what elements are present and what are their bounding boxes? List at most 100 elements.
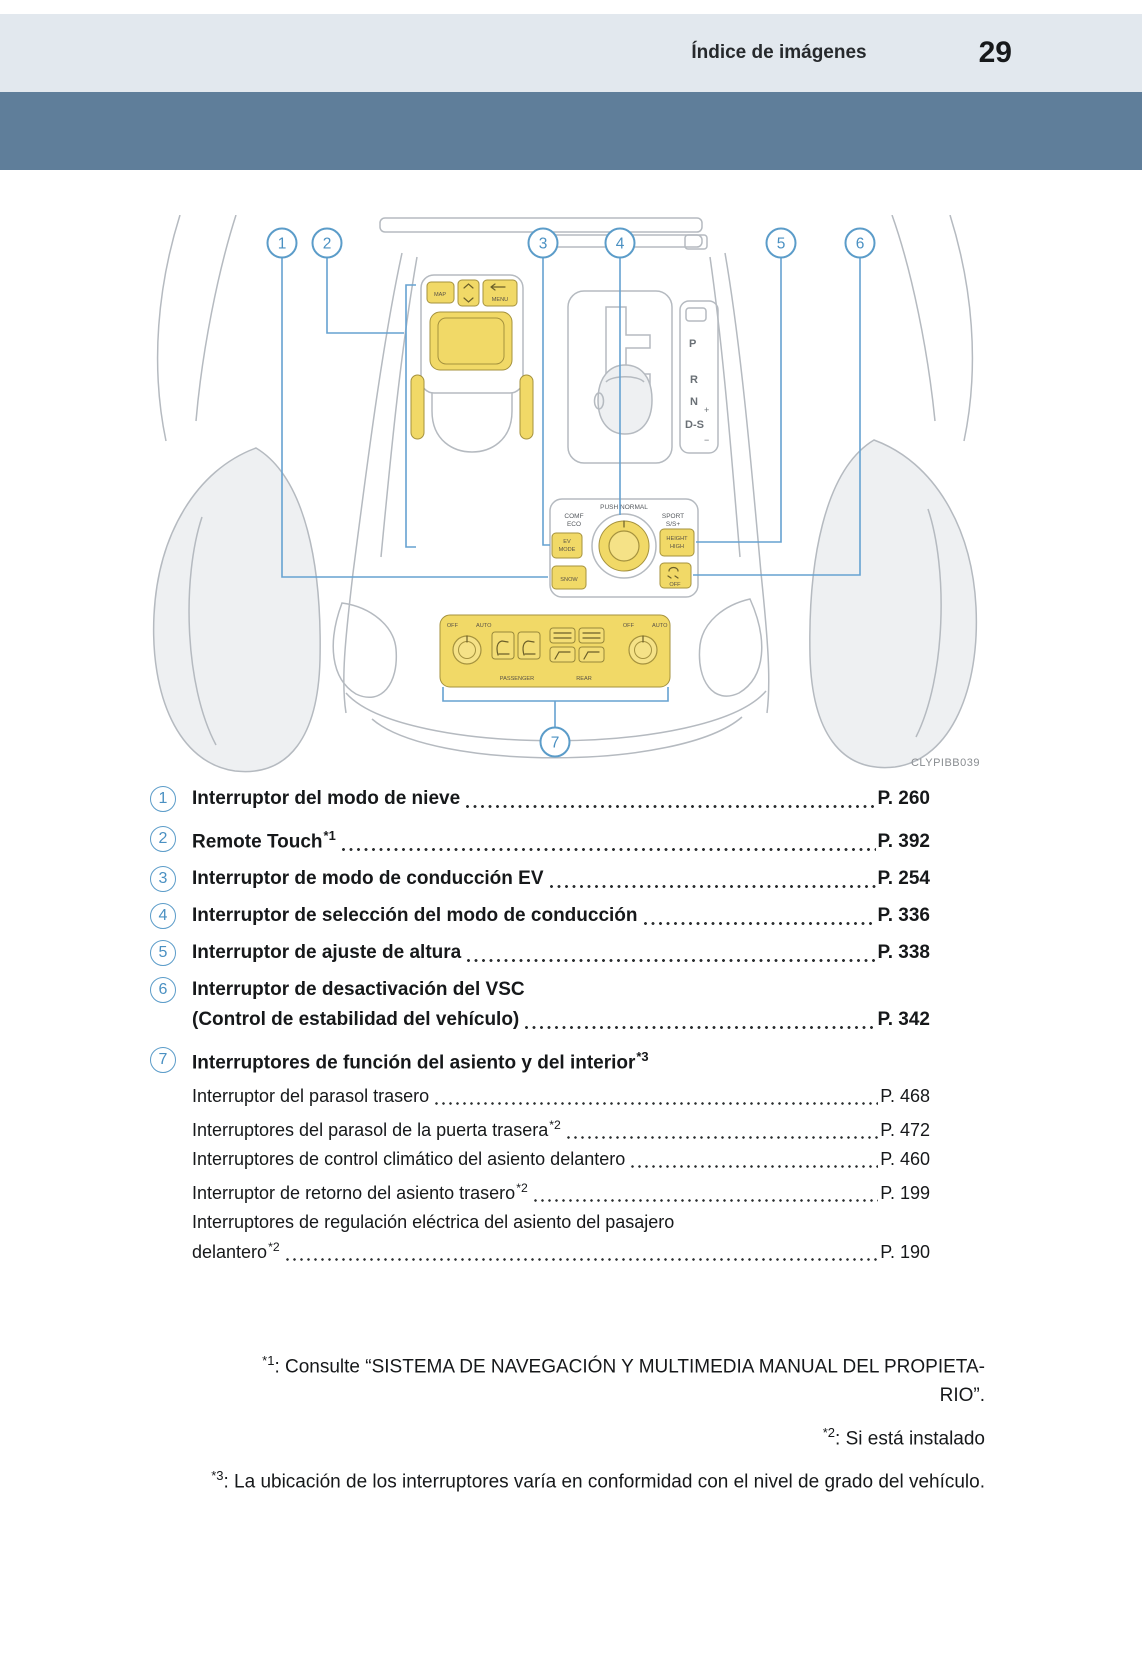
item-label: Interruptor de ajuste de altura bbox=[192, 942, 462, 964]
callout-3: 3 bbox=[527, 227, 559, 259]
svg-text:5: 5 bbox=[777, 236, 786, 253]
height-switch: HEIGHT HIGH bbox=[659, 528, 695, 557]
index-item-2: 2 Remote Touch*1 P. 392 bbox=[150, 823, 930, 855]
footnote-1-line-1: *1: Consulte “SISTEMA DE NAVEGACIÓN Y MU… bbox=[262, 1352, 985, 1377]
gear-ds-label: D-S bbox=[685, 419, 704, 431]
footnote-2: *2: Si está instalado bbox=[822, 1424, 985, 1450]
subitem-label: Interruptor del parasol trasero bbox=[192, 1085, 430, 1106]
callout-4: 4 bbox=[604, 227, 636, 259]
menu-button-label: MENU bbox=[492, 297, 508, 303]
footnote-marker: *2 bbox=[822, 1424, 836, 1440]
sunshade-icon bbox=[553, 632, 572, 639]
ss-label: S/S+ bbox=[666, 521, 680, 528]
remote-touch-controls: MAP MENU bbox=[410, 274, 534, 440]
footnote-marker: *1 bbox=[262, 1352, 275, 1368]
index-item-4: 4 Interruptor de selección del modo de c… bbox=[150, 903, 930, 930]
touch-side-button-right bbox=[519, 374, 534, 440]
map-button-label: MAP bbox=[434, 292, 446, 298]
callout-bracket-2 bbox=[405, 284, 416, 548]
eco-label: ECO bbox=[567, 521, 581, 528]
index-item-7: 7 Interruptores de función del asiento y… bbox=[150, 1044, 930, 1076]
drive-mode-knob bbox=[591, 513, 657, 579]
dot-leader bbox=[435, 1101, 879, 1105]
item-label: Interruptor del modo de nieve bbox=[192, 788, 461, 809]
page-reference: P. 392 bbox=[877, 831, 930, 853]
dot-leader bbox=[533, 1198, 879, 1202]
page-reference: P. 342 bbox=[877, 1009, 930, 1031]
height-label: HEIGHT bbox=[666, 536, 688, 542]
ev-mode-switch: EV MODE bbox=[551, 532, 583, 559]
page-reference: P. 190 bbox=[880, 1241, 930, 1262]
back-arrow-icon bbox=[490, 283, 506, 291]
dot-leader bbox=[466, 805, 876, 808]
item-label: Interruptor de desactivación del VSC bbox=[192, 979, 525, 1001]
snow-switch: SNOW bbox=[551, 565, 587, 590]
page-number: 29 bbox=[978, 36, 1012, 69]
subitem-label: Interruptores de control climático del a… bbox=[192, 1148, 626, 1169]
subitem-label: Interruptores de regulación eléctrica de… bbox=[192, 1211, 675, 1232]
callout-bracket-7 bbox=[442, 687, 669, 727]
svg-text:7: 7 bbox=[551, 735, 560, 752]
dot-leader bbox=[566, 1135, 879, 1139]
index-subitem-5-continued: delantero*2 P. 190 bbox=[192, 1236, 930, 1264]
item-number-badge: 4 bbox=[150, 903, 176, 930]
index-subitem-2: Interruptores del parasol de la puerta t… bbox=[192, 1114, 930, 1142]
sunshade-icon bbox=[582, 632, 601, 639]
page-reference: P. 260 bbox=[877, 788, 930, 809]
snow-label: SNOW bbox=[560, 577, 578, 583]
seat-return-button bbox=[578, 646, 605, 663]
item-label: Remote Touch*1 bbox=[192, 828, 336, 853]
console-illustration-figure: MAP MENU P bbox=[140, 214, 990, 780]
shift-position-indicator: P R N + D-S − bbox=[679, 300, 719, 454]
index-item-5: 5 Interruptor de ajuste de altura P. 338 bbox=[150, 940, 930, 967]
sunshade-button bbox=[549, 627, 576, 644]
callout-lines bbox=[281, 257, 861, 727]
index-item-6: 6 Interruptor de desactivación del VSC bbox=[150, 977, 930, 1004]
index-item-3: 3 Interruptor de modo de conducción EV P… bbox=[150, 866, 930, 893]
svg-text:4: 4 bbox=[616, 236, 625, 253]
seat-return-icon bbox=[554, 651, 571, 660]
page-reference: P. 254 bbox=[877, 868, 930, 890]
vsc-car-icon bbox=[667, 566, 679, 579]
footnote-marker: *3 bbox=[211, 1468, 224, 1484]
drive-mode-panel: PUSH NORMAL COMF ECO SPORT S/S+ EV MODE bbox=[549, 498, 699, 598]
callout-6: 6 bbox=[844, 227, 876, 259]
gear-n-label: N bbox=[690, 396, 698, 408]
left-auto-label: AUTO bbox=[476, 623, 492, 629]
page-reference: P. 472 bbox=[880, 1119, 930, 1140]
seat-return-button bbox=[549, 646, 576, 663]
console-line-art bbox=[152, 214, 978, 773]
scroll-chevrons-icon bbox=[463, 283, 474, 303]
right-off-label: OFF bbox=[623, 623, 635, 629]
footnotes: *1: Consulte “SISTEMA DE NAVEGACIÓN Y MU… bbox=[130, 1348, 985, 1495]
item-number-badge: 5 bbox=[150, 940, 176, 967]
footnote-1-line-2: RIO”. bbox=[939, 1384, 985, 1406]
page-reference: P. 199 bbox=[880, 1182, 930, 1203]
footnote-marker: *2 bbox=[268, 1239, 280, 1254]
dot-leader bbox=[341, 848, 876, 852]
callout-7: 7 bbox=[539, 726, 571, 758]
index-subitem-1: Interruptor del parasol trasero P. 468 bbox=[192, 1085, 930, 1108]
subitem-label-continued: delantero*2 bbox=[192, 1239, 280, 1262]
remote-touchpad bbox=[429, 311, 513, 371]
dot-leader bbox=[643, 922, 876, 926]
item-label-continued: (Control de estabilidad del vehículo) bbox=[192, 1009, 520, 1031]
scroll-button bbox=[457, 279, 480, 307]
map-button bbox=[426, 281, 455, 304]
dot-leader bbox=[549, 885, 876, 889]
gear-p-label: P bbox=[689, 338, 696, 350]
footnote-marker: *2 bbox=[549, 1117, 561, 1132]
item-number-badge: 2 bbox=[150, 826, 176, 853]
left-off-label: OFF bbox=[447, 623, 459, 629]
item-number-badge: 3 bbox=[150, 866, 176, 893]
index-subitem-5: Interruptores de regulación eléctrica de… bbox=[192, 1211, 930, 1234]
callout-markers: 1 2 3 4 5 6 7 bbox=[266, 227, 876, 758]
right-climate-knob bbox=[628, 635, 658, 665]
seat-climate-button bbox=[517, 631, 541, 660]
index-subitem-4: Interruptor de retorno del asiento trase… bbox=[192, 1177, 930, 1205]
sport-label: SPORT bbox=[662, 513, 684, 520]
svg-text:2: 2 bbox=[323, 236, 332, 253]
item-label: Interruptores de función del asiento y d… bbox=[192, 1049, 649, 1074]
item-number-badge: 1 bbox=[150, 786, 176, 812]
